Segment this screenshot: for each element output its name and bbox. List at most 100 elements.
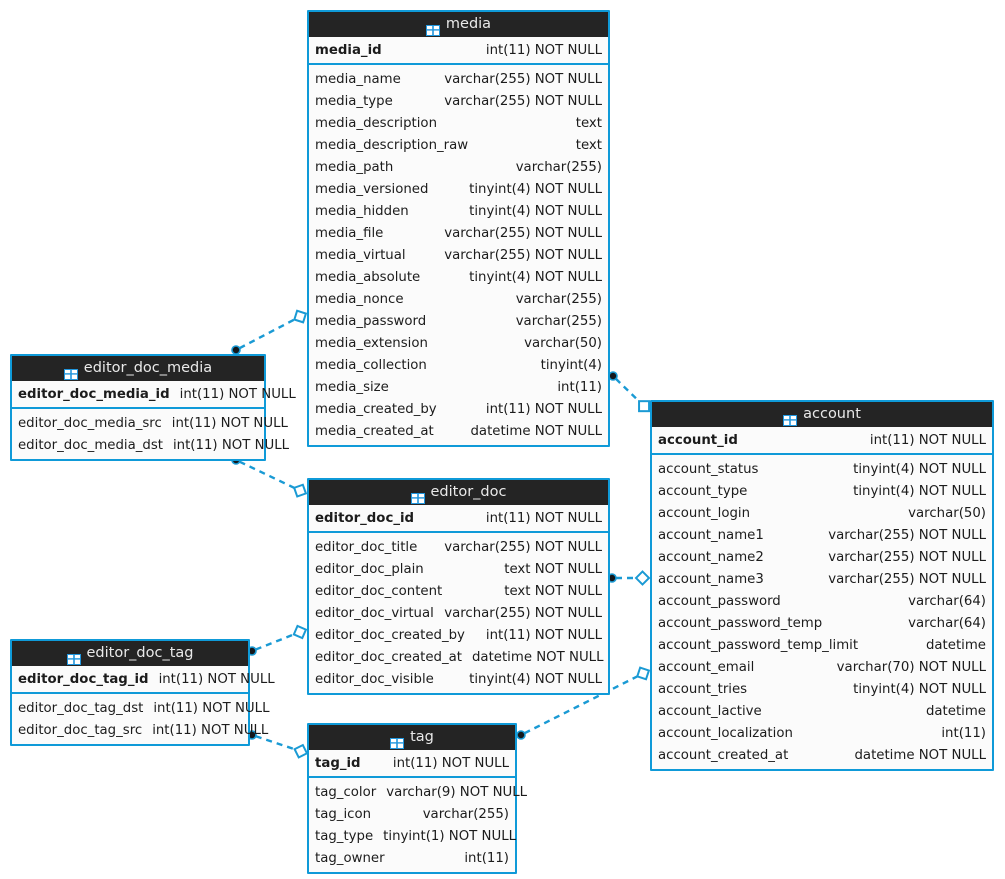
- field-name: media_created_at: [315, 423, 434, 439]
- relation-rel-editor-doc-media-to-media[interactable]: [231, 309, 308, 355]
- relation-rel-editor-doc-tag-to-editor-doc[interactable]: [247, 624, 308, 656]
- field-row[interactable]: account_name2 varchar(255) NOT NULL: [652, 546, 992, 568]
- field-type: text NOT NULL: [504, 583, 602, 599]
- relation-target-diamond: [292, 483, 308, 498]
- field-name: account_tries: [658, 681, 748, 697]
- relation-rel-editor-doc-to-account[interactable]: [607, 570, 651, 586]
- field-type: datetime: [925, 703, 986, 719]
- field-type: varchar(255) NOT NULL: [444, 605, 602, 621]
- relation-rel-editor-doc-media-to-editor-doc[interactable]: [231, 455, 308, 498]
- field-type: int(11) NOT NULL: [172, 437, 290, 453]
- field-name: editor_doc_created_at: [315, 649, 462, 665]
- field-type: text NOT NULL: [504, 561, 602, 577]
- field-name: media_password: [315, 313, 427, 329]
- relation-target-diamond: [293, 309, 308, 324]
- field-type: datetime NOT NULL: [471, 649, 604, 665]
- relation-source-dot: [516, 730, 526, 740]
- field-name: tag_type: [315, 828, 374, 844]
- field-name: media_path: [315, 159, 394, 175]
- relation-rel-media-to-account[interactable]: [608, 371, 651, 413]
- field-name: account_created_at: [658, 747, 789, 763]
- field-type: varchar(50): [524, 335, 602, 351]
- entity-header-media[interactable]: media: [309, 12, 608, 37]
- field-name: account_type: [658, 483, 748, 499]
- field-row[interactable]: editor_doc_created_at datetime NOT NULL: [309, 646, 608, 668]
- field-name: account_name1: [658, 527, 764, 543]
- field-name: editor_doc_tag_src: [18, 722, 143, 738]
- field-type: text: [575, 137, 602, 153]
- entity-header-account[interactable]: account: [652, 402, 992, 427]
- field-name: account_name2: [658, 549, 764, 565]
- entity-header-editor_doc_media[interactable]: editor_doc_media: [12, 356, 264, 381]
- field-type: varchar(255) NOT NULL: [828, 527, 986, 543]
- field-type: int(11) NOT NULL: [171, 415, 288, 431]
- entity-header-editor_doc_tag[interactable]: editor_doc_tag: [12, 641, 248, 666]
- entity-header-editor_doc[interactable]: editor_doc: [309, 480, 608, 505]
- field-type: varchar(255) NOT NULL: [444, 539, 602, 555]
- field-row[interactable]: account_name1 varchar(255) NOT NULL: [652, 524, 992, 546]
- field-type: varchar(255) NOT NULL: [828, 549, 986, 565]
- field-name: account_name3: [658, 571, 764, 587]
- entity-header-tag[interactable]: tag: [309, 725, 515, 750]
- table-icon: [66, 649, 81, 665]
